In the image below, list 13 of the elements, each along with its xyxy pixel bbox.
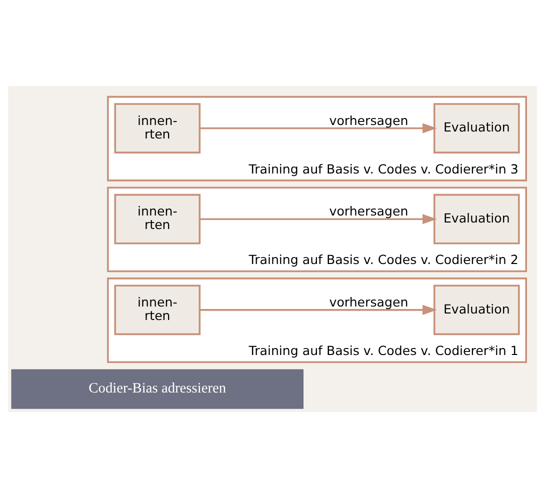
node-box: Evaluation [433,193,520,244]
node-box: innen- rten [114,102,201,153]
node-box: Codier-Bias adressieren [11,368,304,408]
node-box: Evaluation [433,284,520,335]
edge-label: vorhersagen [329,112,408,128]
arrow [200,214,437,224]
arrow [200,122,437,133]
node-box: innen- rten [114,193,201,244]
edge-label: vorhersagen [329,203,408,218]
node-box: Evaluation [433,102,520,153]
edge-label: vorhersagen [329,294,408,310]
node-box: innen- rten [114,284,201,335]
arrow [200,304,437,314]
